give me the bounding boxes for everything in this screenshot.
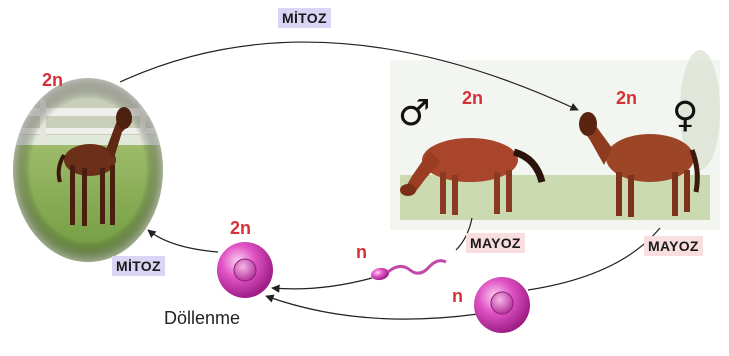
zygote-cell: [217, 242, 273, 298]
mitoz-top-label: MİTOZ: [278, 8, 331, 28]
sperm-arrow: [272, 278, 372, 289]
egg-cell: [474, 277, 530, 333]
mitoz-zygote-arrow: [148, 230, 218, 252]
female-symbol-icon: ♀: [672, 98, 698, 134]
male-ploidy-label: 2n: [462, 88, 483, 109]
egg-arrow: [266, 296, 478, 319]
foal-vignette: [13, 78, 163, 262]
female-ploidy-label: 2n: [616, 88, 637, 109]
foal-ploidy-label: 2n: [42, 70, 63, 91]
female-mayoz-line: [528, 228, 660, 290]
zygote-ploidy-label: 2n: [230, 218, 251, 239]
egg-ploidy-label: n: [452, 286, 463, 307]
mayoz-male-label: MAYOZ: [466, 233, 525, 253]
male-symbol-icon: ♂: [398, 96, 430, 132]
mayoz-female-label: MAYOZ: [644, 236, 703, 256]
sperm-ploidy-label: n: [356, 242, 367, 263]
sperm-cell: [370, 261, 446, 282]
fertilization-label: Döllenme: [164, 308, 240, 329]
mitoz-left-label: MİTOZ: [112, 256, 165, 276]
